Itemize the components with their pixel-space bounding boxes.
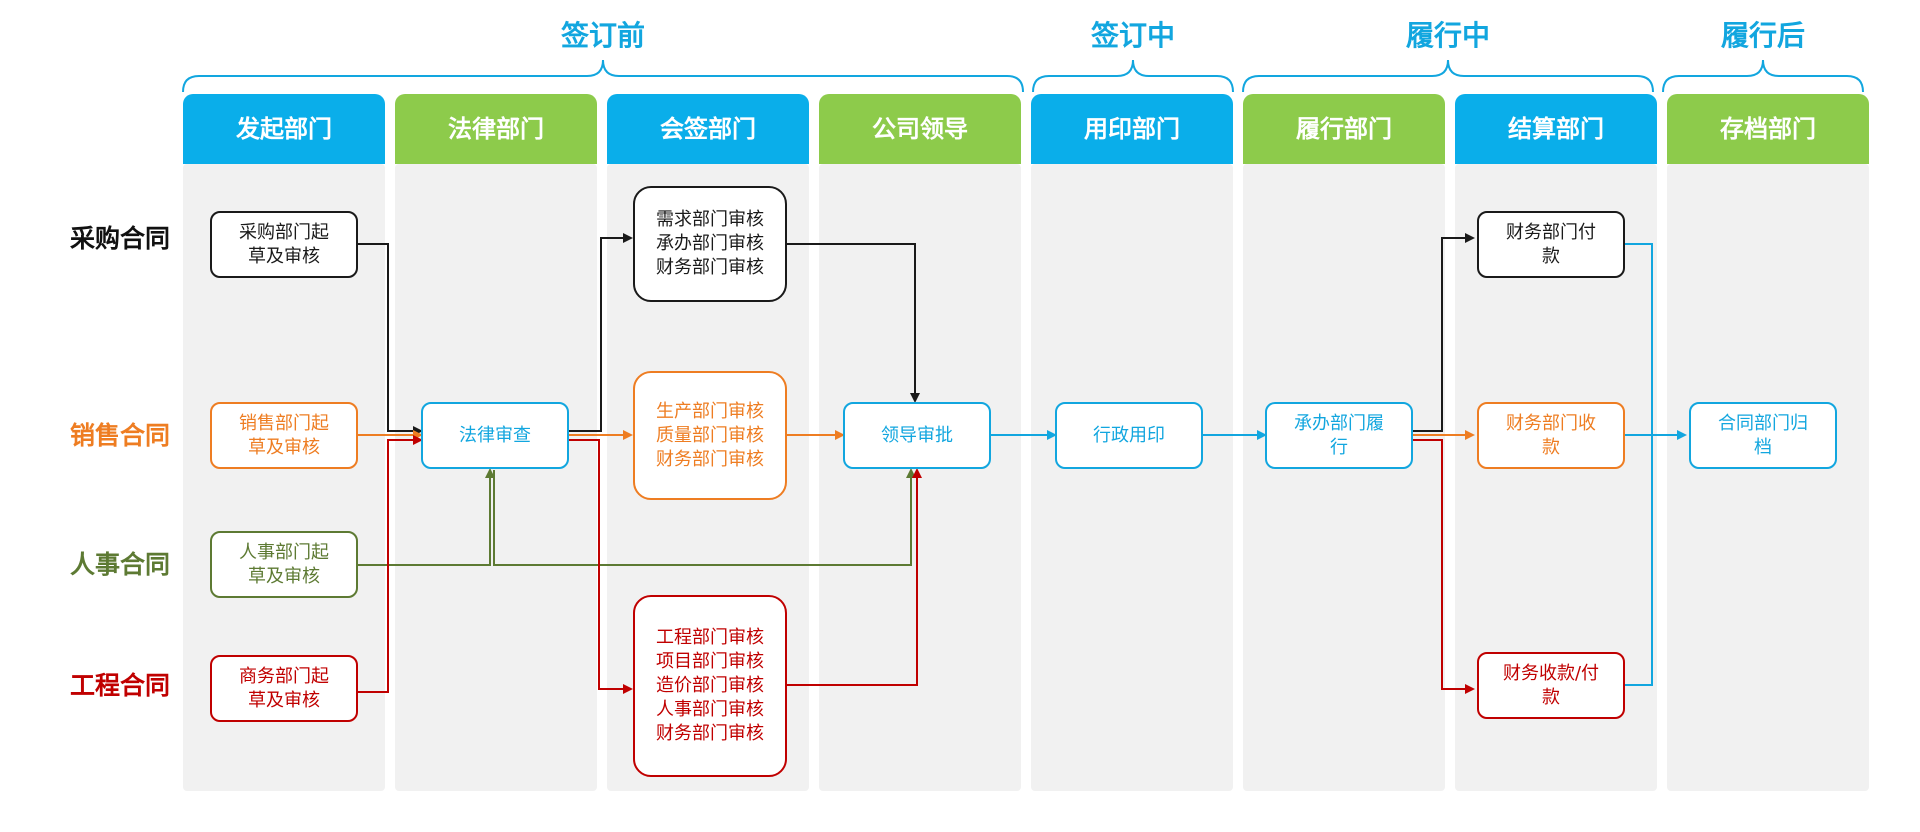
phase-performing-label: 履行中: [1405, 19, 1490, 52]
edge-cosign-purchase-to-leader: [787, 243, 920, 403]
node-cosign-purchase: 需求部门审核 承办部门审核 财务部门审核: [633, 186, 787, 302]
edge-hr-draft-to-legal: [358, 468, 495, 566]
phase-signing-brace: [1032, 59, 1234, 93]
edge-finance-pay-to-archive: [1625, 243, 1653, 435]
lane-legal: [395, 164, 597, 791]
row-label-hr: 人事合同: [69, 550, 170, 579]
node-finance-receive-pay: 财务收款/付 款: [1477, 652, 1625, 719]
lane-archive: [1667, 164, 1869, 791]
node-cosign-sales: 生产部门审核 质量部门审核 财务部门审核: [633, 371, 787, 500]
edge-purchase-draft-to-legal: [358, 243, 423, 436]
node-business-draft: 商务部门起 草及审核: [210, 655, 358, 722]
node-finance-pay: 财务部门付 款: [1477, 211, 1625, 278]
phase-signing-label: 签订中: [1090, 19, 1175, 52]
node-purchase-draft: 采购部门起 草及审核: [210, 211, 358, 278]
edge-perform-to-finance-receive-pay: [1413, 439, 1475, 694]
node-perform: 承办部门履 行: [1265, 402, 1413, 469]
edge-legal-to-cosign-purchase: [569, 233, 633, 432]
node-finance-receive: 财务部门收 款: [1477, 402, 1625, 469]
dept-header-seal: 用印部门: [1031, 94, 1233, 164]
phase-before-label: 签订前: [560, 19, 645, 52]
node-legal-review: 法律审查: [421, 402, 569, 469]
edge-perform-to-finance-pay: [1413, 233, 1475, 432]
node-sales-draft: 销售部门起 草及审核: [210, 402, 358, 469]
edge-finance-receive-pay-to-archive: [1625, 435, 1653, 686]
edge-legal-to-cosign-engineering: [569, 439, 633, 694]
lane-seal: [1031, 164, 1233, 791]
phase-after-label: 履行后: [1720, 19, 1805, 52]
edge-cosign-engineering-to-leader: [787, 468, 922, 686]
edge-legal-to-leader-hr: [493, 468, 916, 566]
dept-header-settlement: 结算部门: [1455, 94, 1657, 164]
phase-performing-brace: [1242, 59, 1654, 93]
phase-before-brace: [182, 59, 1024, 93]
row-label-engineering: 工程合同: [69, 671, 170, 700]
row-label-purchase: 采购合同: [69, 224, 170, 253]
dept-header-perform: 履行部门: [1243, 94, 1445, 164]
node-hr-draft: 人事部门起 草及审核: [210, 531, 358, 598]
node-cosign-engineering: 工程部门审核 项目部门审核 造价部门审核 人事部门审核 财务部门审核: [633, 595, 787, 777]
lane-perform: [1243, 164, 1445, 791]
dept-header-cosign: 会签部门: [607, 94, 809, 164]
node-archive: 合同部门归 档: [1689, 402, 1837, 469]
edge-business-draft-to-legal: [358, 435, 423, 693]
row-label-sales: 销售合同: [69, 421, 170, 450]
dept-header-legal: 法律部门: [395, 94, 597, 164]
dept-header-leadership: 公司领导: [819, 94, 1021, 164]
dept-header-archive: 存档部门: [1667, 94, 1869, 164]
dept-header-initiator: 发起部门: [183, 94, 385, 164]
phase-after-brace: [1662, 59, 1864, 93]
node-admin-seal: 行政用印: [1055, 402, 1203, 469]
node-leader-approval: 领导审批: [843, 402, 991, 469]
